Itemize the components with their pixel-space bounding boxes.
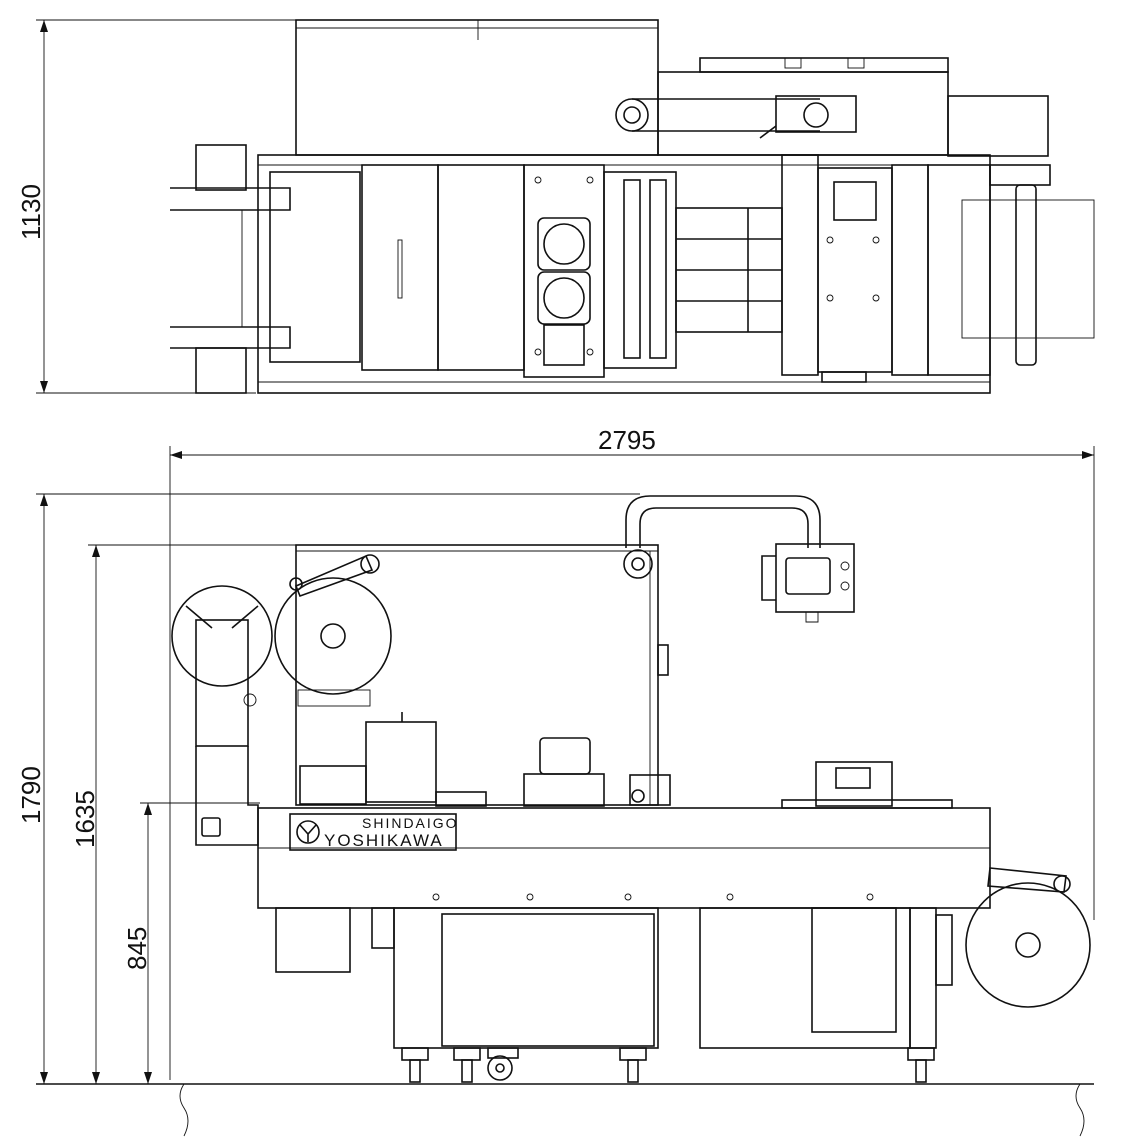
control-panel bbox=[761, 543, 855, 623]
dimension-depth: 1130 bbox=[16, 19, 296, 394]
brand-plate: SHINDAIGO YOSHIKAWA bbox=[289, 813, 459, 851]
dim-2795-label: 2795 bbox=[598, 425, 656, 455]
dimension-height-1790: 1790 bbox=[16, 493, 640, 1084]
machine-feet bbox=[401, 1047, 935, 1083]
base-cabinet-left bbox=[393, 907, 659, 1049]
dimension-height-1635: 1635 bbox=[70, 544, 296, 1084]
dimension-width: 2795 bbox=[169, 425, 1095, 1080]
top-view: 1130 bbox=[16, 19, 1095, 394]
top-right-unit bbox=[657, 71, 949, 156]
brand-line1: SHINDAIGO bbox=[362, 815, 459, 831]
dim-845-label: 845 bbox=[122, 927, 152, 970]
film-roll-upper bbox=[274, 554, 392, 707]
dimension-height-845: 845 bbox=[122, 802, 260, 1084]
film-roll-left bbox=[171, 585, 273, 846]
top-hood bbox=[295, 19, 659, 156]
top-forming-station bbox=[523, 164, 605, 378]
base-cabinet-right bbox=[699, 907, 911, 1049]
top-cell-grid bbox=[675, 207, 783, 333]
brand-line2: YOSHIKAWA bbox=[324, 831, 444, 850]
dim-1790-label: 1790 bbox=[16, 766, 46, 824]
film-roll-right bbox=[909, 867, 1091, 1049]
dim-1130-label: 1130 bbox=[16, 184, 46, 240]
dim-1635-label: 1635 bbox=[70, 790, 100, 848]
top-sealing-station bbox=[817, 167, 893, 373]
front-view: 2795 1790 1635 845 bbox=[16, 425, 1095, 1137]
